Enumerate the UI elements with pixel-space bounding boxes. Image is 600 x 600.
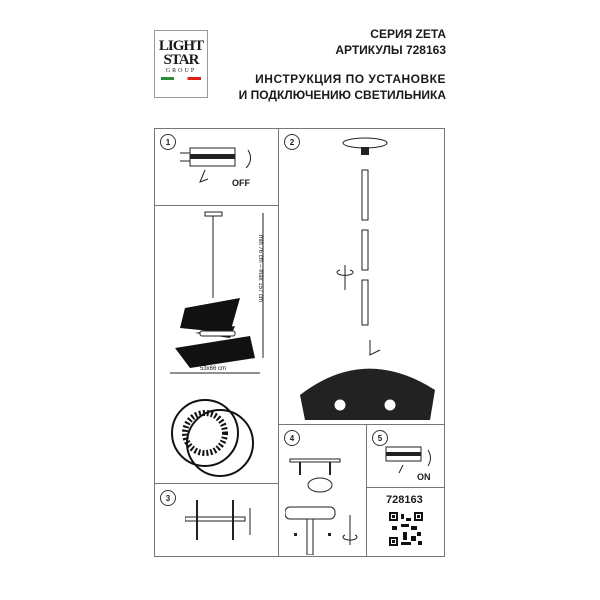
italian-flag-stripe bbox=[161, 77, 201, 80]
qr-code bbox=[389, 512, 423, 546]
article-number: 728163 bbox=[386, 494, 423, 506]
series-title: СЕРИЯ ZETA bbox=[370, 27, 446, 41]
divider bbox=[278, 424, 445, 425]
step-2-number: 2 bbox=[284, 134, 300, 150]
divider bbox=[154, 483, 278, 484]
divider bbox=[366, 424, 367, 557]
lamp-dimensions-illustration bbox=[170, 211, 264, 477]
ceiling-mount-screws-illustration bbox=[185, 500, 251, 540]
step-1-number: 1 bbox=[160, 134, 176, 150]
off-label: OFF bbox=[232, 178, 250, 188]
logo-line3: GROUP bbox=[165, 68, 197, 74]
divider bbox=[154, 205, 278, 206]
width-dimension-label: 53x66 cm bbox=[200, 366, 227, 372]
step-4-number: 4 bbox=[284, 430, 300, 446]
instruction-title-2: И ПОДКЛЮЧЕНИЮ СВЕТИЛЬНИКА bbox=[238, 88, 446, 102]
logo-line1: LIGHT bbox=[158, 38, 204, 54]
on-label: ON bbox=[417, 472, 431, 482]
circuit-breaker-on-illustration bbox=[385, 446, 431, 474]
step-5-number: 5 bbox=[372, 430, 388, 446]
divider bbox=[366, 487, 445, 488]
instruction-frame bbox=[154, 128, 445, 557]
rod-assembly-illustration bbox=[300, 137, 435, 420]
canopy-fixing-illustration bbox=[285, 458, 358, 555]
circuit-breaker-off-illustration bbox=[180, 147, 252, 183]
height-dimension-label: min 76 cm – max 157 cm bbox=[257, 235, 263, 303]
logo-line2: STAR bbox=[163, 52, 200, 68]
step-3-number: 3 bbox=[160, 490, 176, 506]
lightstar-logo: LIGHT STAR GROUP bbox=[154, 30, 208, 98]
article-numbers: АРТИКУЛЫ 728163 bbox=[335, 43, 446, 57]
instruction-title-1: ИНСТРУКЦИЯ ПО УСТАНОВКЕ bbox=[255, 72, 446, 86]
divider bbox=[278, 128, 279, 557]
